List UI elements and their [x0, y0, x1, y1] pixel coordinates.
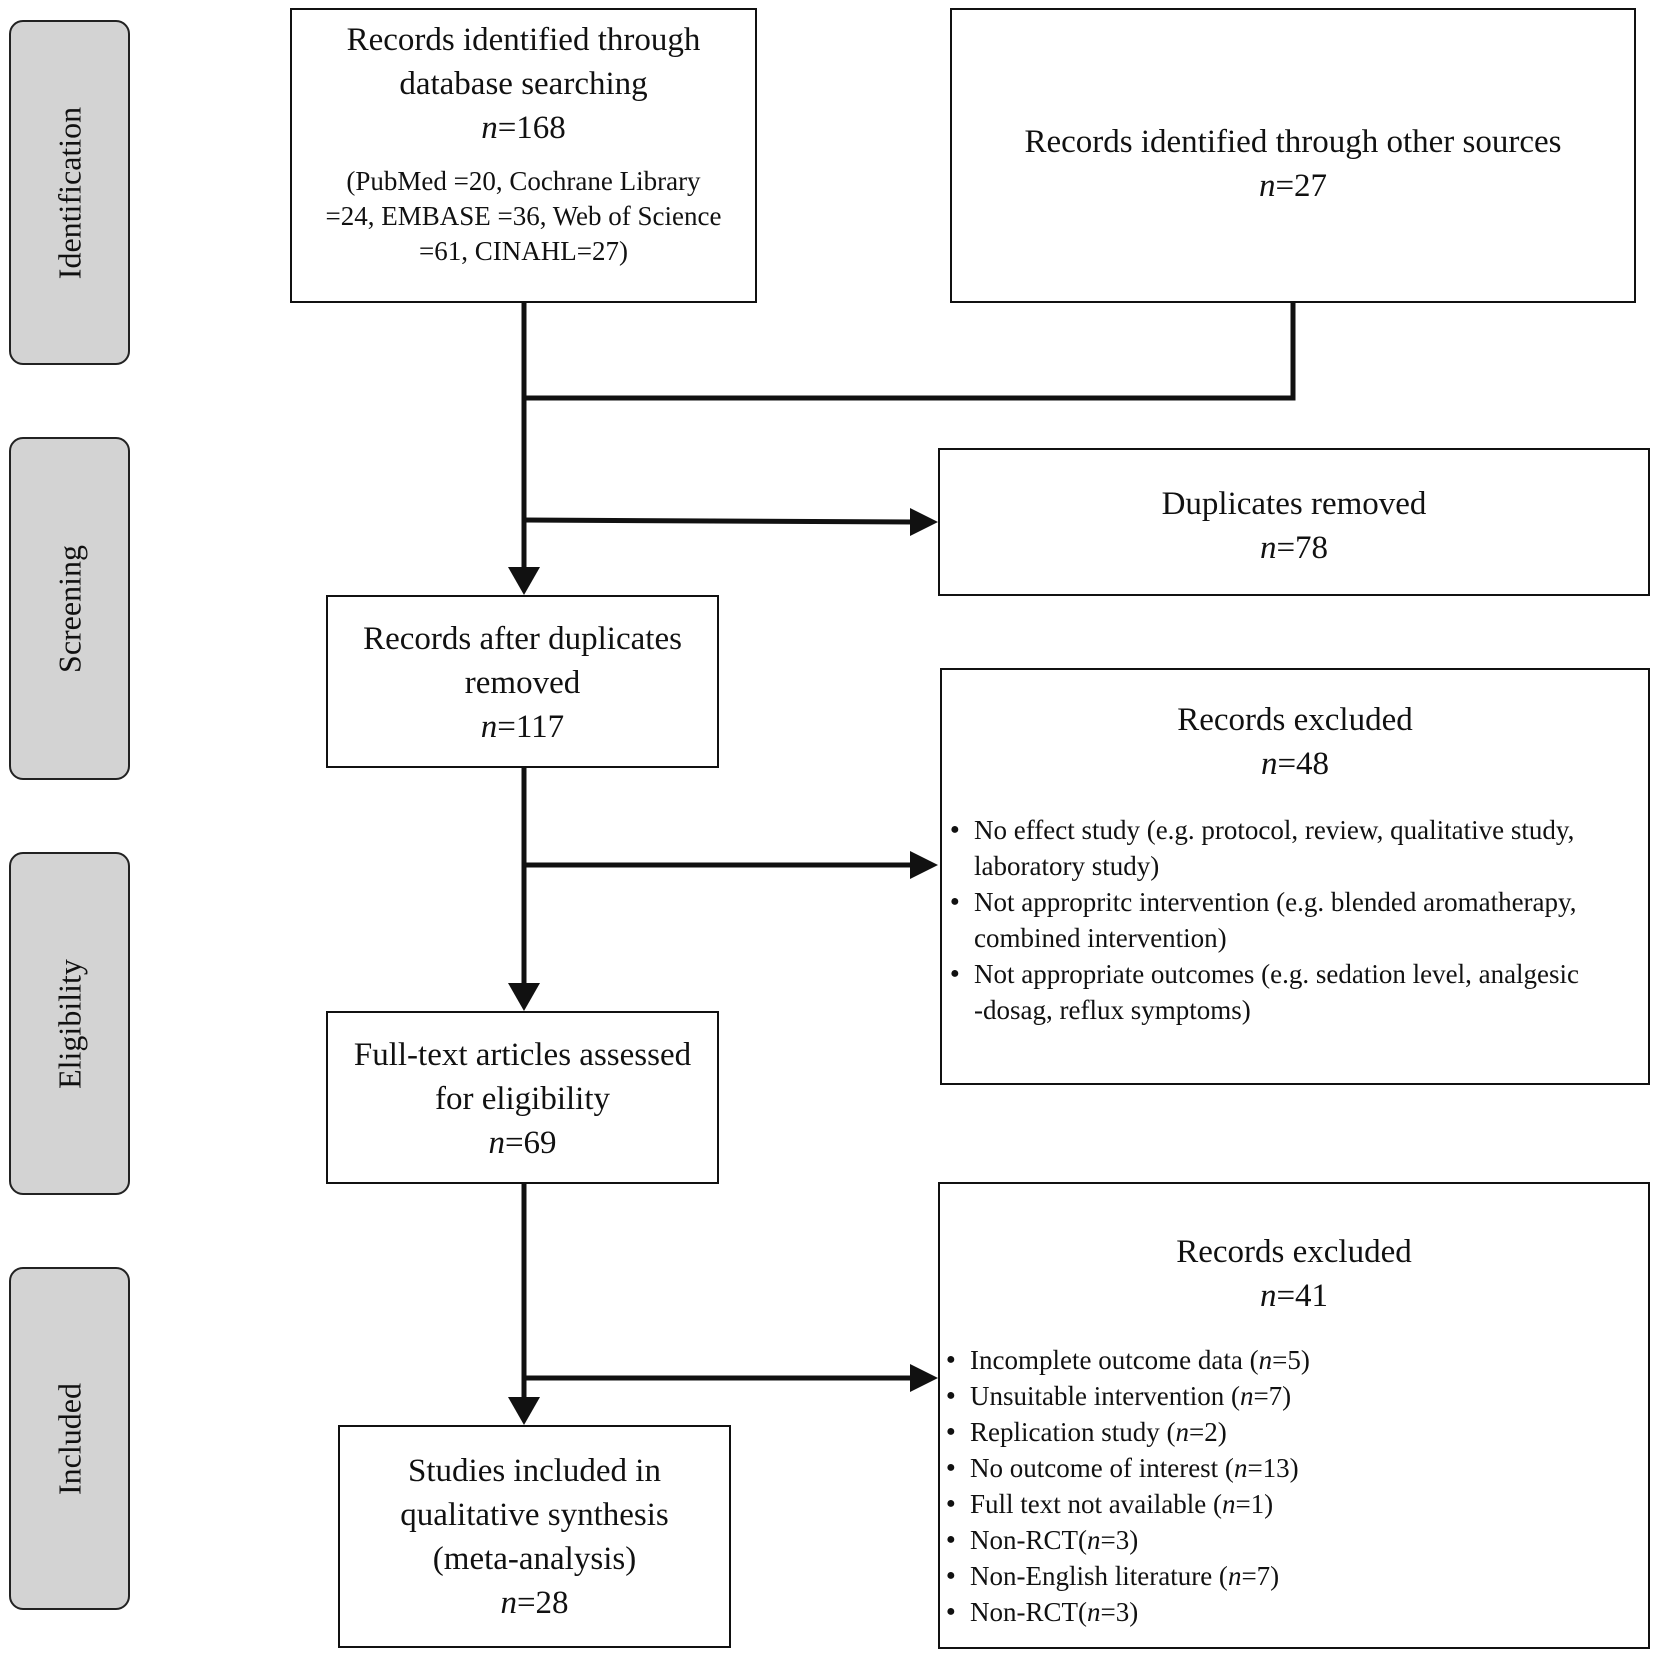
db-search-detail1: (PubMed =20, Cochrane Library [346, 166, 701, 196]
list-item: Non-English literature (n=7) [942, 1558, 1648, 1594]
arrowhead-to-excluded-eligibility [910, 1364, 938, 1392]
list-item: Incomplete outcome data (n=5) [942, 1342, 1648, 1378]
excluded-screening-count: n=48 [1260, 746, 1330, 782]
box-full-text: Full-text articles assessed for eligibil… [326, 1011, 719, 1184]
box-excluded-eligibility: Records excluded n=41 Incomplete outcome… [938, 1182, 1650, 1649]
box-after-duplicates: Records after duplicates removed n=117 [326, 595, 719, 768]
box-database-search: Records identified through database sear… [290, 8, 757, 303]
after-duplicates-line1: Records after duplicates [363, 621, 682, 657]
phase-screening: Screening [9, 437, 130, 780]
duplicates-removed-line1: Duplicates removed [1161, 486, 1427, 522]
connector-other-sources-merge [524, 302, 1296, 401]
box-included-studies: Studies included in qualitative synthesi… [338, 1425, 731, 1648]
arrowhead-to-included [508, 1397, 540, 1425]
list-item: No effect study (e.g. protocol, review, … [946, 812, 1648, 884]
db-search-detail2: =24, EMBASE =36, Web of Science [325, 201, 722, 231]
list-item: Non-RCT(n=3) [942, 1522, 1648, 1558]
duplicates-removed-count: n=78 [1259, 530, 1329, 566]
arrowhead-to-after-dup [508, 567, 540, 595]
excluded-eligibility-list: Incomplete outcome data (n=5) Unsuitable… [940, 1342, 1648, 1630]
list-item: Not appropriate outcomes (e.g. sedation … [946, 956, 1648, 1028]
full-text-line2: for eligibility [434, 1081, 611, 1117]
db-search-line1: Records identified through [346, 22, 701, 58]
list-item: Non-RCT(n=3) [942, 1594, 1648, 1630]
arrowhead-to-excluded-screening [910, 851, 938, 879]
excluded-screening-list: No effect study (e.g. protocol, review, … [942, 812, 1648, 1028]
other-sources-line1: Records identified through other sources [1024, 124, 1562, 160]
phase-eligibility: Eligibility [9, 852, 130, 1195]
excluded-screening-title: Records excluded [1177, 702, 1413, 738]
phase-identification: Identification [9, 20, 130, 365]
included-studies-line1: Studies included in [408, 1453, 661, 1489]
list-item: Replication study (n=2) [942, 1414, 1648, 1450]
box-duplicates-removed: Duplicates removed n=78 [938, 448, 1650, 596]
excluded-eligibility-count: n=41 [1259, 1278, 1329, 1314]
full-text-line1: Full-text articles assessed [353, 1037, 692, 1073]
excluded-eligibility-title: Records excluded [1176, 1234, 1412, 1270]
box-excluded-screening: Records excluded n=48 No effect study (e… [940, 668, 1650, 1085]
arrowhead-to-full-text [508, 983, 540, 1011]
after-duplicates-count: n=117 [480, 709, 565, 745]
included-studies-line2: qualitative synthesis [400, 1497, 669, 1533]
box-other-sources: Records identified through other sources… [950, 8, 1636, 303]
included-studies-line3: (meta-analysis) [432, 1541, 637, 1577]
db-search-count: n=168 [481, 110, 566, 146]
list-item: No outcome of interest (n=13) [942, 1450, 1648, 1486]
arrowhead-to-duplicates [910, 508, 938, 536]
connector-to-duplicates [523, 517, 916, 525]
db-search-line2: database searching [399, 66, 648, 102]
full-text-count: n=69 [488, 1125, 557, 1161]
included-studies-count: n=28 [500, 1585, 569, 1621]
db-search-detail3: =61, CINAHL=27) [419, 236, 628, 266]
other-sources-count: n=27 [1258, 168, 1328, 204]
phase-included: Included [9, 1267, 130, 1610]
list-item: Full text not available (n=1) [942, 1486, 1648, 1522]
after-duplicates-line2: removed [464, 665, 581, 701]
list-item: Not appropritc intervention (e.g. blende… [946, 884, 1648, 956]
list-item: Unsuitable intervention (n=7) [942, 1378, 1648, 1414]
